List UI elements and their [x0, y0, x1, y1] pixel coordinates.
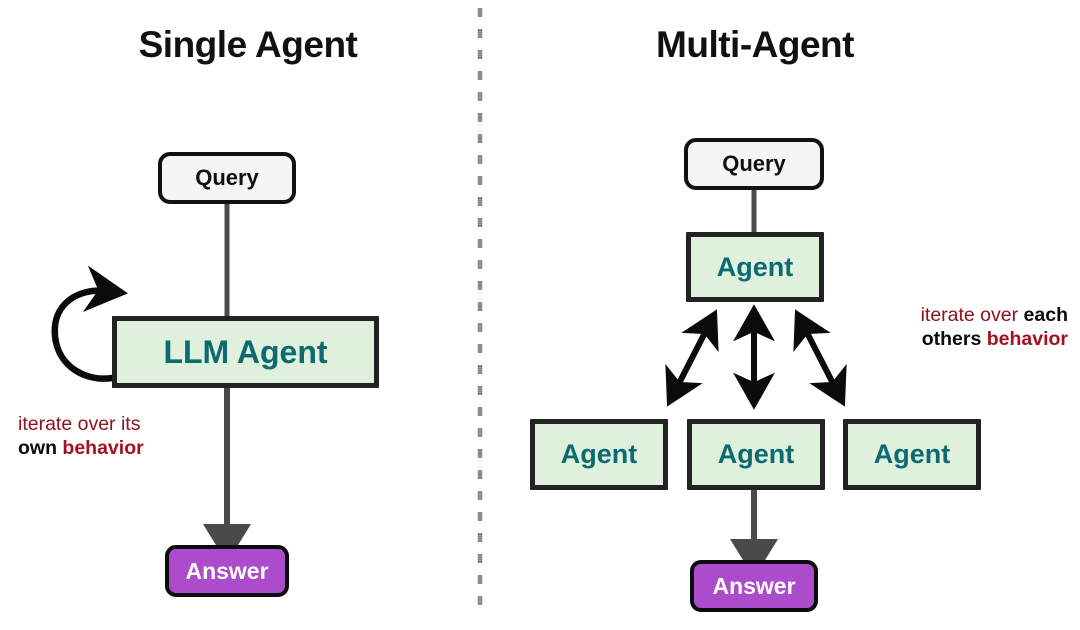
double-arrow-right-icon: [793, 309, 847, 407]
annotation-multi-line1: iterate over each: [868, 303, 1068, 327]
annotation-single-own: own: [18, 437, 57, 459]
annotation-multi-others: others: [921, 328, 982, 350]
node-multi-agent-right[interactable]: Agent: [843, 419, 981, 490]
annotation-multi-each: each: [1023, 304, 1068, 326]
annotation-multi-iterate-over: iterate over: [920, 304, 1019, 326]
node-single-llm-agent[interactable]: LLM Agent: [112, 316, 379, 388]
node-multi-agent-center[interactable]: Agent: [687, 419, 825, 490]
self-loop-arrow-icon: [51, 265, 128, 382]
annotation-single-line1-text: iterate over its: [18, 413, 141, 435]
annotation-single-line2: own behavior: [18, 436, 144, 460]
annotation-single-agent: iterate over its own behavior: [18, 412, 144, 460]
node-single-query[interactable]: Query: [158, 152, 296, 204]
annotation-single-behavior: behavior: [62, 437, 144, 459]
node-multi-agent-left[interactable]: Agent: [530, 419, 668, 490]
panel-title-multi-agent: Multi-Agent: [656, 24, 854, 65]
annotation-multi-line2: others behavior: [868, 327, 1068, 351]
double-arrow-left-icon: [665, 309, 719, 407]
annotation-multi-behavior: behavior: [986, 328, 1068, 350]
panel-title-single-agent: Single Agent: [138, 24, 358, 65]
node-multi-agent-top[interactable]: Agent: [686, 232, 824, 302]
annotation-single-line1: iterate over its: [18, 412, 144, 436]
node-multi-answer[interactable]: Answer: [690, 560, 818, 612]
annotation-multi-agent: iterate over each others behavior: [868, 303, 1068, 351]
node-single-answer[interactable]: Answer: [165, 545, 289, 597]
node-multi-query[interactable]: Query: [684, 138, 824, 190]
